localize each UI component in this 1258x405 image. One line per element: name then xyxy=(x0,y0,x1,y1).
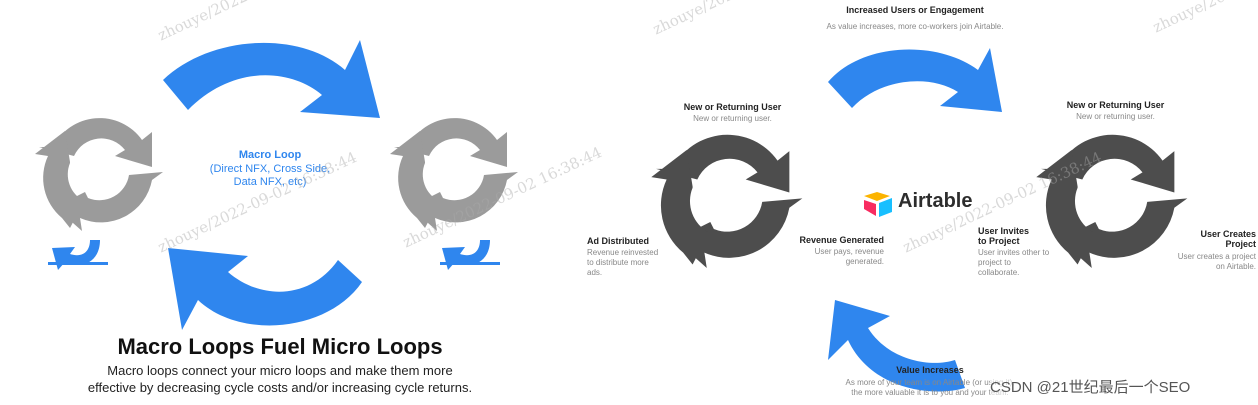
label-line: Loop xyxy=(1103,199,1123,209)
growth-arrow-bottom-icon xyxy=(828,300,965,392)
small-arrow-left-icon xyxy=(52,240,100,270)
label-line: Micro xyxy=(88,155,115,167)
label-line: Loop xyxy=(444,168,468,180)
ad-distributed-subtitle: Revenue reinvested to distribute more ad… xyxy=(587,248,659,277)
small-arrow-right-base xyxy=(440,262,500,265)
main-subheading: Macro loops connect your micro loops and… xyxy=(87,363,473,395)
top-title: Increased Users or Engagement xyxy=(846,5,984,15)
right-user-subtitle: New or returning user. xyxy=(1076,112,1155,121)
airtable-logo-text: Airtable xyxy=(898,190,973,212)
ad-distributed-title: Ad Distributed xyxy=(587,236,649,246)
user-creates-subtitle: User creates a project on Airtable. xyxy=(1177,252,1256,271)
label-line: Loop xyxy=(718,199,738,209)
label-line: UG - UD xyxy=(1096,188,1131,198)
macro-loop-title: Macro Loop xyxy=(238,149,302,161)
revenue-generated-subtitle: User pays, revenue generated. xyxy=(814,247,884,266)
right-user-title: New or Returning User xyxy=(1066,100,1165,110)
label-line: Loop xyxy=(89,168,113,180)
value-increases-title: Value Increases xyxy=(896,365,964,375)
left-user-subtitle: New or returning user. xyxy=(693,114,772,123)
main-heading: Macro Loops Fuel Micro Loops xyxy=(117,334,443,359)
small-arrow-left-base xyxy=(48,262,108,265)
label-line: Micro xyxy=(443,155,470,167)
label-line: Ad xyxy=(722,188,733,198)
user-invites-subtitle: User invites other to project to collabo… xyxy=(978,248,1050,277)
csdn-credit: CSDN @21世纪最后一个SEO xyxy=(990,376,1191,397)
airtable-logo-icon xyxy=(864,192,892,217)
macro-loop-detail: (Direct NFX, Cross Side, Data NFX, etc) xyxy=(209,163,331,188)
left-user-title: New or Returning User xyxy=(683,102,782,112)
macro-arrow-bottom-icon xyxy=(168,248,362,330)
revenue-generated-title: Revenue Generated xyxy=(799,235,884,245)
small-arrow-right-icon xyxy=(442,240,490,270)
top-subtitle: As value increases, more co-workers join… xyxy=(826,22,1004,31)
user-creates-title: User Creates Project xyxy=(1200,229,1256,249)
growth-arrow-top-icon xyxy=(828,48,1002,112)
macro-arrow-top-icon xyxy=(163,40,380,118)
user-invites-title: User Invites to Project xyxy=(978,226,1030,246)
